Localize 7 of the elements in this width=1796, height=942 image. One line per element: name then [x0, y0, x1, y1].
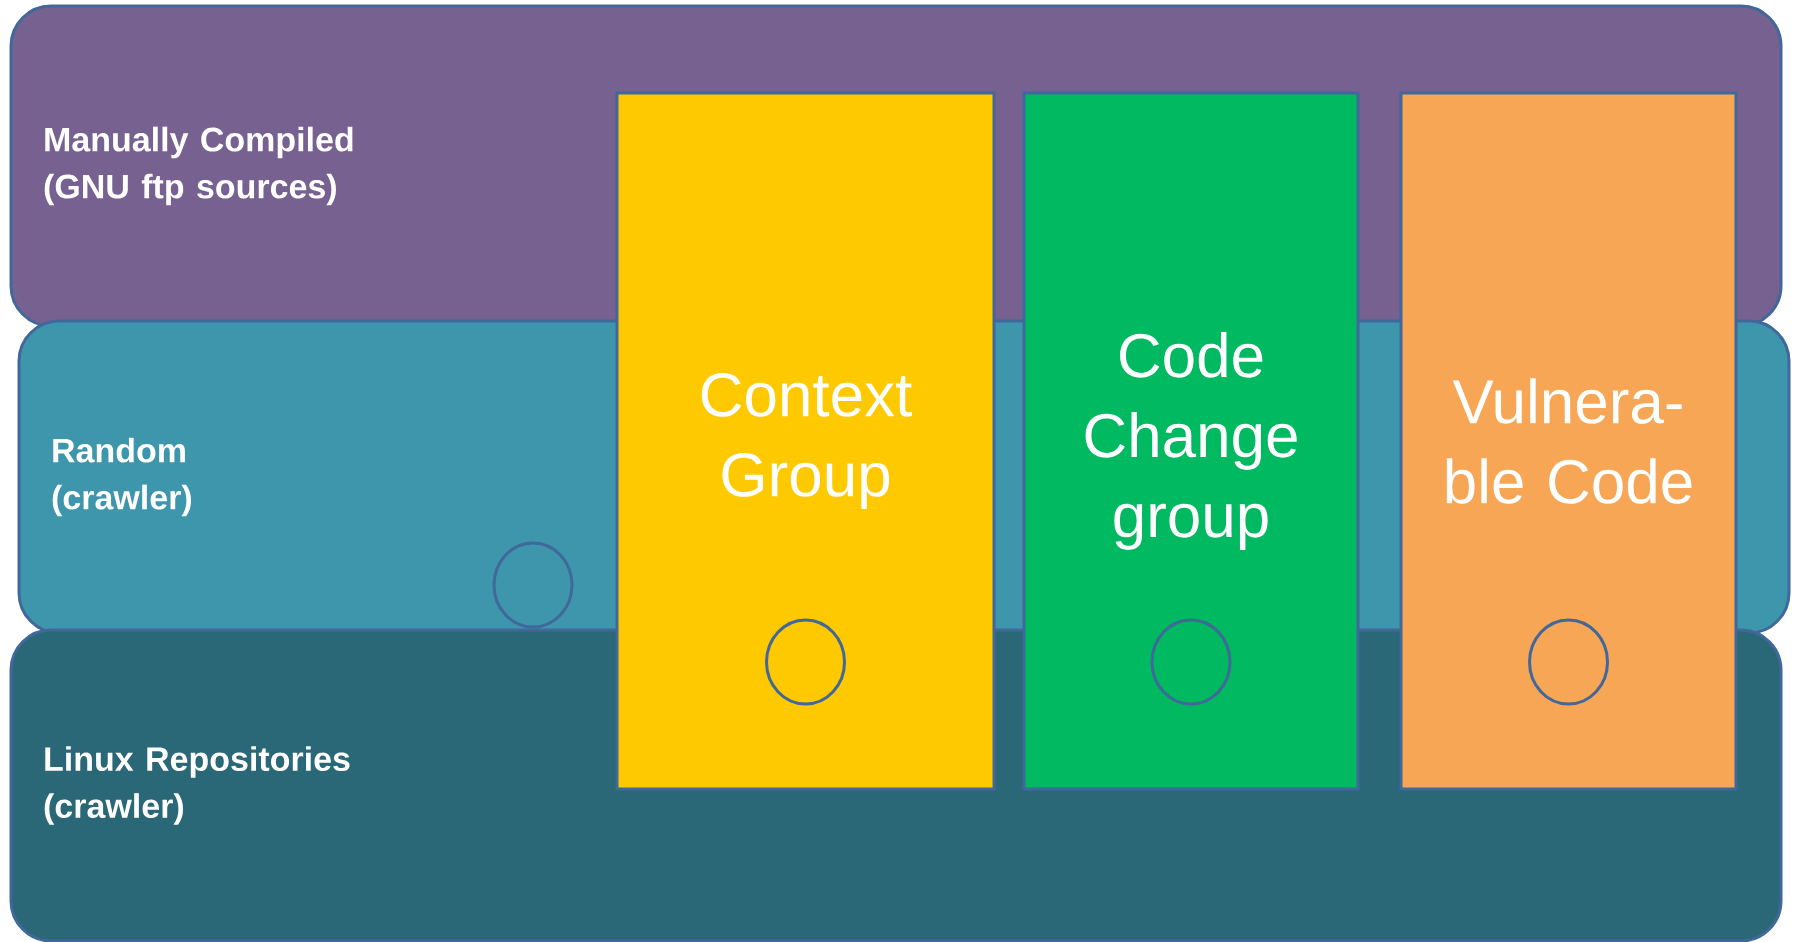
column-box: Context Group [615, 91, 996, 791]
column-box: Code Change group [1022, 91, 1360, 791]
circle-marker [1150, 618, 1232, 706]
circle-marker [492, 541, 574, 629]
circle-marker [1528, 618, 1609, 706]
circle-marker [765, 618, 846, 706]
column-box: Vulnera-ble Code [1399, 91, 1738, 791]
